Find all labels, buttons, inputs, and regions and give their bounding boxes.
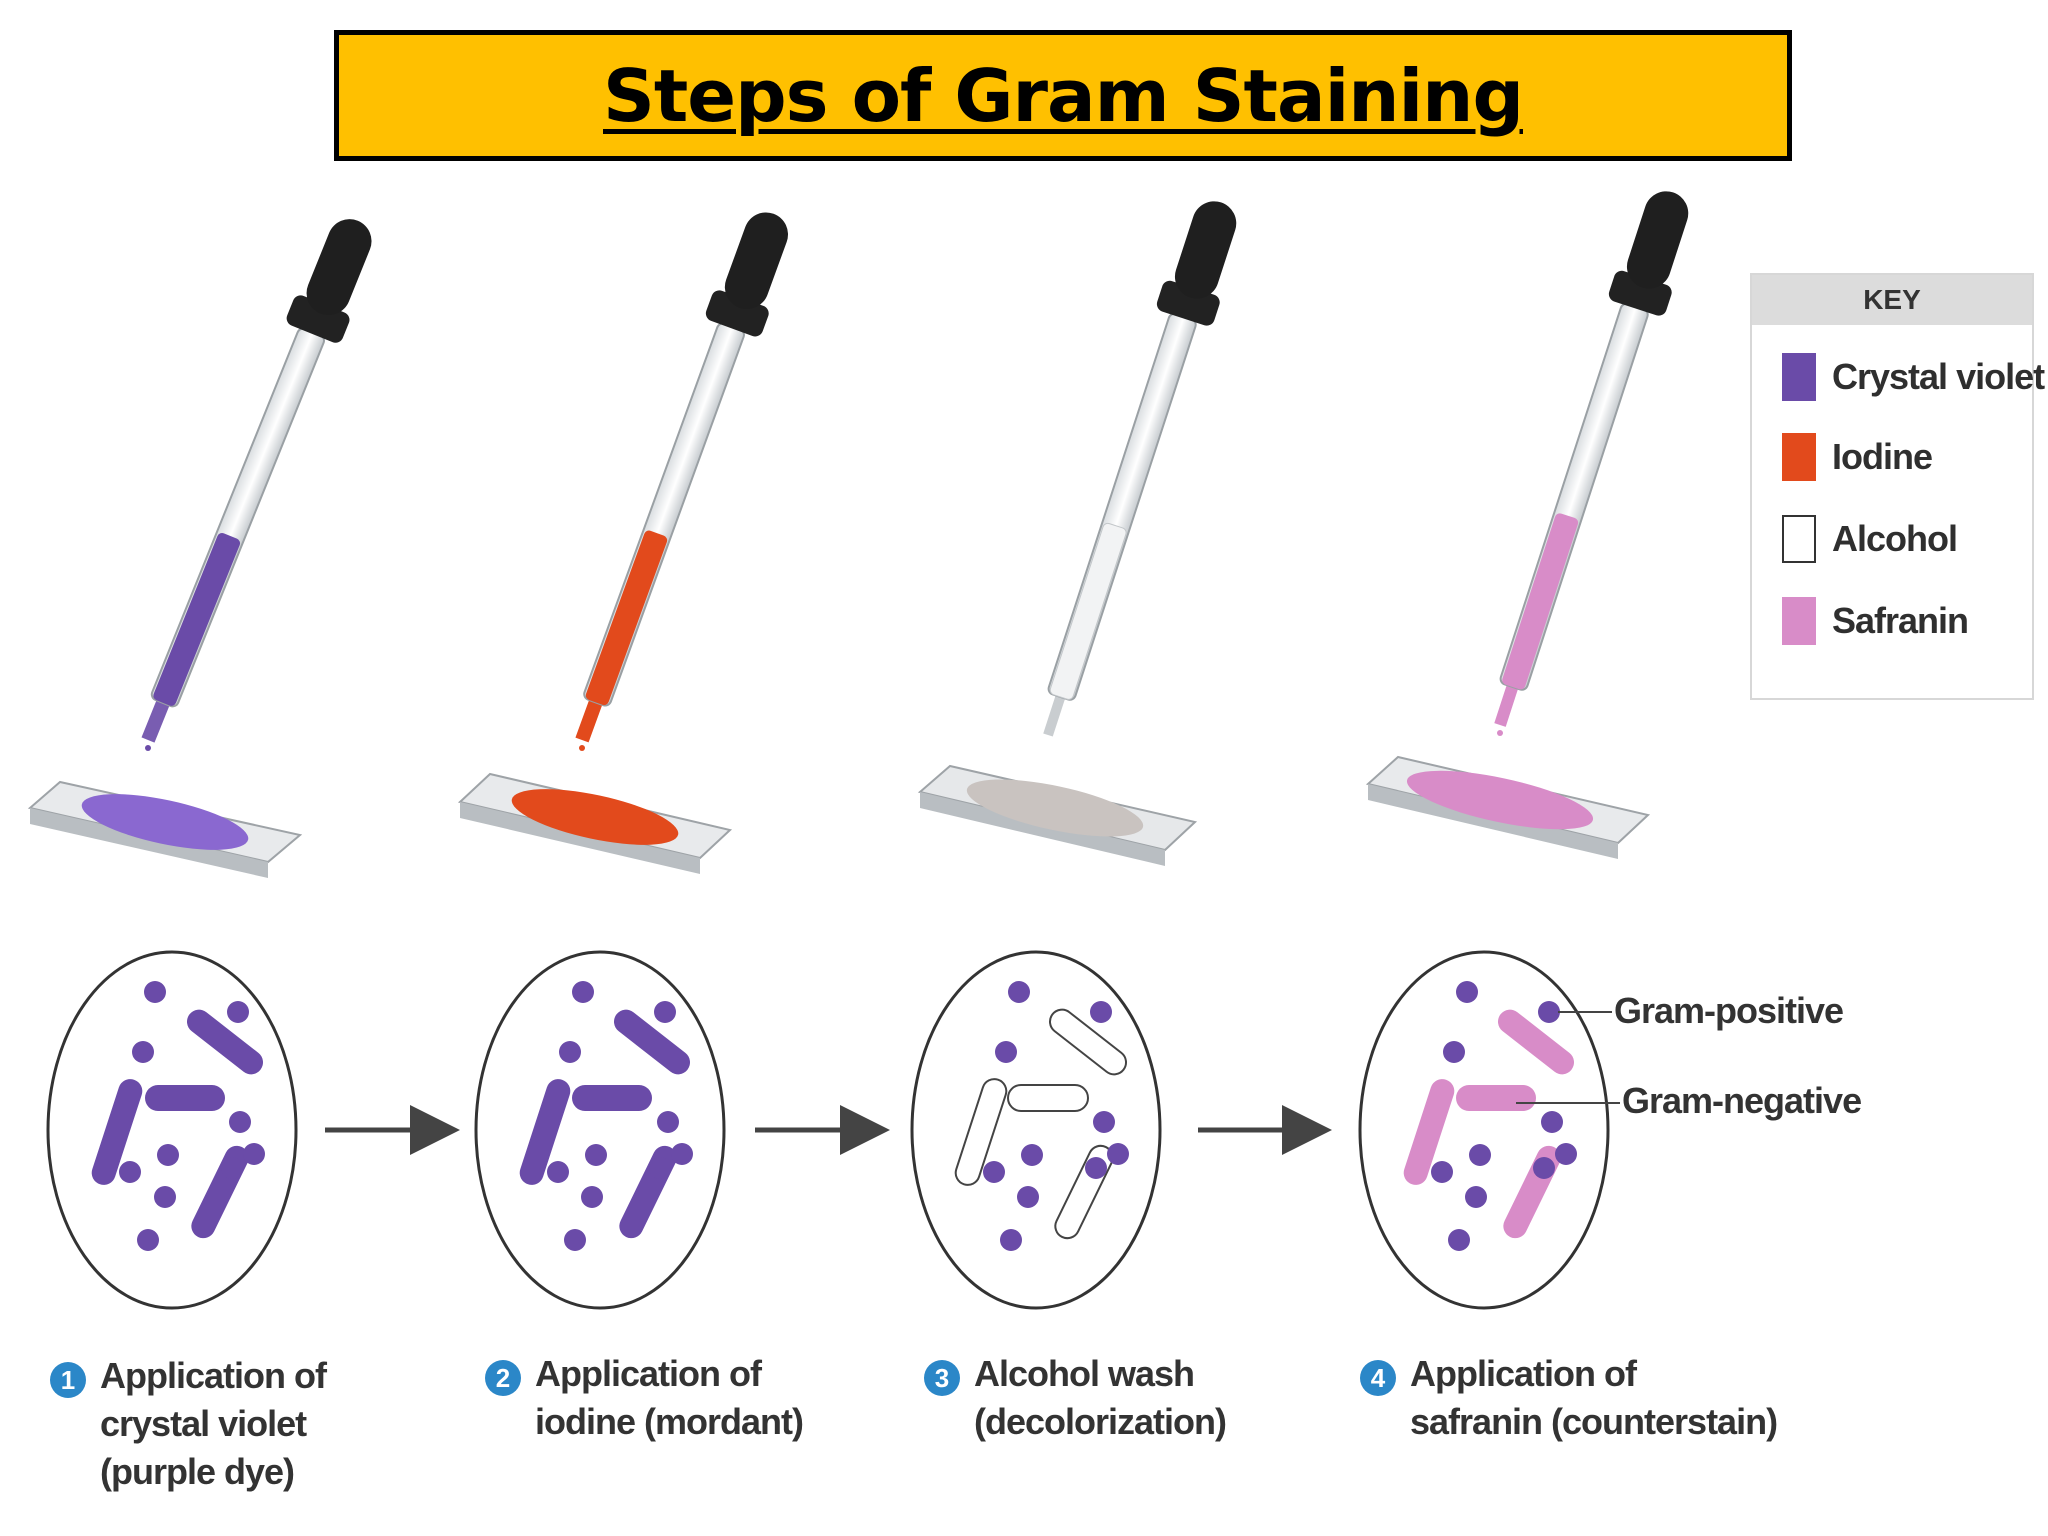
key-item-alcohol: Alcohol [1782, 515, 1958, 563]
dropper-tip [1043, 695, 1066, 737]
cell-field-1 [46, 950, 298, 1310]
cell-field-2 [474, 950, 726, 1310]
dropper-liquid [1502, 513, 1579, 690]
dropper-tip [575, 700, 603, 743]
step-2-caption: 2 Application of iodine (mordant) [485, 1350, 804, 1446]
step-line: (decolorization) [974, 1401, 1227, 1442]
key-label: Safranin [1832, 600, 1969, 641]
slide-icon [1365, 755, 1651, 859]
cell-field-4 [1358, 950, 1620, 1310]
cell-field-3 [910, 950, 1162, 1310]
dropper-liquid [585, 530, 668, 706]
step-3-caption: 3 Alcohol wash (decolorization) [924, 1350, 1227, 1446]
drop [579, 745, 585, 751]
stain-smear [1406, 770, 1594, 830]
stain-smear [511, 789, 679, 845]
dropper-liquid [1049, 522, 1127, 700]
title-banner: Steps of Gram Staining [334, 30, 1792, 161]
key-label: Crystal violet [1832, 356, 2045, 397]
slide-icon [917, 764, 1198, 866]
dropper-collar [286, 295, 350, 343]
crystal-violet-swatch [1782, 353, 1816, 401]
dropper-bulb [1626, 191, 1689, 289]
step-line: iodine (mordant) [535, 1401, 804, 1442]
step-number-badge: 3 [924, 1360, 960, 1396]
alcohol-swatch [1782, 515, 1816, 563]
key-item-crystal-violet: Crystal violet [1782, 353, 2045, 401]
gram-positive-label: Gram-positive [1614, 990, 1844, 1031]
step-line: Application of [1410, 1353, 1637, 1394]
stain-smear [966, 779, 1144, 837]
dropper-bulb [306, 219, 372, 316]
dropper-icon [141, 219, 372, 743]
dropper-liquid [153, 533, 241, 706]
dropper-tip [141, 700, 170, 743]
dropper-icon [575, 212, 789, 743]
iodine-swatch [1782, 433, 1816, 481]
step-line: (purple dye) [100, 1451, 295, 1492]
dropper-icon [1043, 201, 1237, 737]
step-1-caption: 1 Application of crystal violet (purple … [50, 1352, 327, 1496]
dropper-bulb [1174, 201, 1237, 299]
key-heading: KEY [1752, 275, 2032, 325]
slide-icon [27, 780, 303, 878]
step-number-badge: 2 [485, 1360, 521, 1396]
dropper-bulb [724, 212, 789, 310]
key-item-iodine: Iodine [1782, 433, 1933, 481]
step-number-badge: 4 [1360, 1360, 1396, 1396]
step-line: Alcohol wash [974, 1353, 1195, 1394]
gram-negative-rod [1456, 1085, 1536, 1111]
stain-smear [81, 794, 249, 850]
gram-positive-coccus [1538, 1001, 1560, 1023]
key-label: Iodine [1832, 436, 1933, 477]
gram-negative-label: Gram-negative [1622, 1080, 1862, 1121]
step-line: Application of [535, 1353, 762, 1394]
dropper-tip [1494, 685, 1519, 727]
step-line: safranin (counterstain) [1410, 1401, 1778, 1442]
key-item-safranin: Safranin [1782, 597, 1969, 645]
key-legend: KEY Crystal violet Iodine Alcohol Safran… [1750, 273, 2045, 700]
step-line: Application of [100, 1355, 327, 1396]
slide-icon [457, 772, 733, 874]
step-line: crystal violet [100, 1403, 307, 1444]
key-label: Alcohol [1832, 518, 1958, 559]
safranin-swatch [1782, 597, 1816, 645]
dropper-icon [1494, 191, 1689, 727]
drop [1497, 730, 1503, 736]
step-4-caption: 4 Application of safranin (counterstain) [1360, 1350, 1778, 1446]
page-title: Steps of Gram Staining [603, 53, 1524, 138]
dropper-collar [705, 290, 769, 337]
drop [145, 745, 151, 751]
step-number-badge: 1 [50, 1362, 86, 1398]
